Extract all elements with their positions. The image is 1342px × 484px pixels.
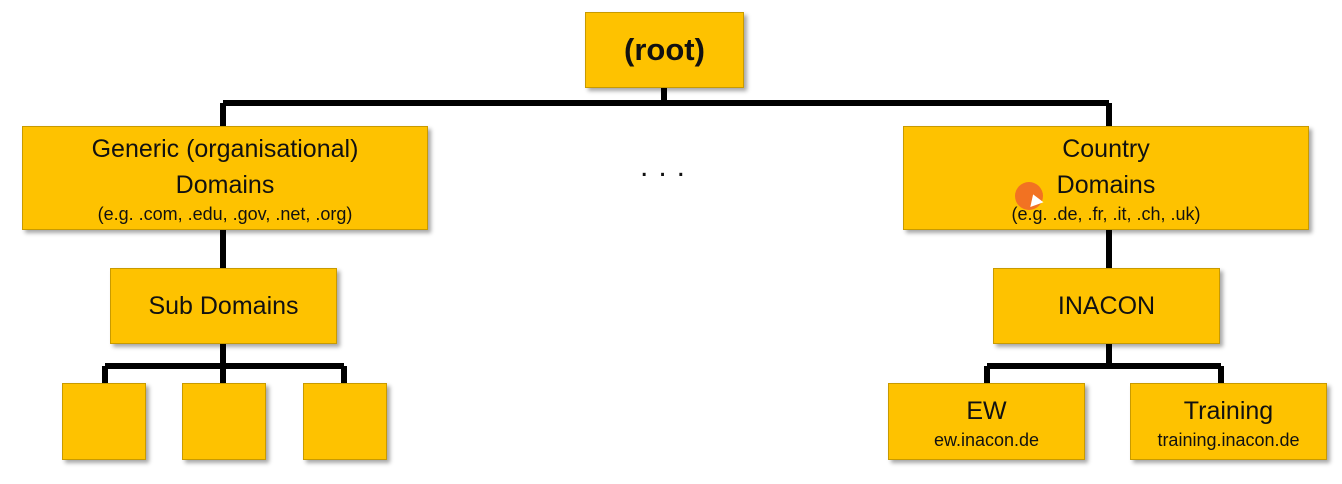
country-examples: (e.g. .de, .fr, .it, .ch, .uk) [1011,204,1201,224]
ellipsis: ... [640,150,696,183]
ew-host: ew.inacon.de [933,429,1040,450]
subdomain-leaf-1 [62,383,146,460]
country-subtitle: Domains [1056,171,1156,199]
generic-title: Generic (organisational) [91,135,359,163]
subdomains-node: Sub Domains [110,268,337,344]
pointer-highlight [1015,182,1043,210]
root-label: (root) [624,32,705,67]
training-node: Training training.inacon.de [1130,383,1327,460]
training-label: Training [1183,396,1274,425]
subdomain-leaf-3 [303,383,387,460]
subdomain-leaf-2 [182,383,266,460]
subdomains-label: Sub Domains [148,292,299,320]
ew-label: EW [966,396,1007,425]
inacon-node: INACON [993,268,1220,344]
country-title: Country [1062,135,1150,163]
ew-node: EW ew.inacon.de [888,383,1085,460]
root-node: (root) [585,12,744,88]
generic-subtitle: Domains [175,171,275,199]
training-host: training.inacon.de [1157,429,1300,450]
country-domains-node: Country Domains (e.g. .de, .fr, .it, .ch… [903,126,1309,230]
generic-examples: (e.g. .com, .edu, .gov, .net, .org) [97,204,353,224]
inacon-label: INACON [1057,292,1156,320]
generic-domains-node: Generic (organisational) Domains (e.g. .… [22,126,428,230]
